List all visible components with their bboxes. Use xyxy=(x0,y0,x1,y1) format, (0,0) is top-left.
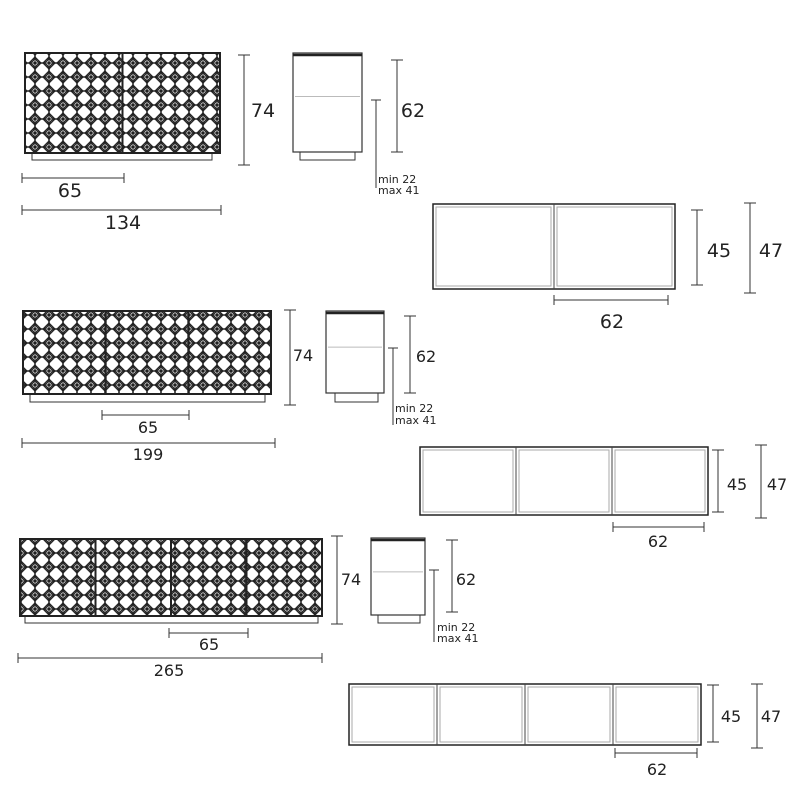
front-plinth xyxy=(24,615,319,624)
depth-label: 45 xyxy=(707,240,731,262)
top-module xyxy=(614,449,706,513)
side-plinth xyxy=(299,151,356,161)
total-depth-label: 47 xyxy=(759,240,783,262)
leg-max-label: max 41 xyxy=(437,632,478,645)
top-module xyxy=(422,449,514,513)
inner-height-label: 62 xyxy=(416,347,436,366)
front-plinth xyxy=(31,152,213,161)
side-elevation xyxy=(292,52,363,153)
top-module xyxy=(615,686,699,743)
total-width-label: 199 xyxy=(133,445,164,464)
inner-height-label: 62 xyxy=(401,100,425,122)
top-module xyxy=(435,206,552,287)
top-view xyxy=(419,446,709,516)
depth-label: 45 xyxy=(721,707,741,726)
module-width-label: 62 xyxy=(647,760,667,779)
depth-label: 45 xyxy=(727,475,747,494)
total-width-label: 134 xyxy=(105,212,141,234)
leg-min-label: min 22 xyxy=(395,402,433,415)
front-elevation xyxy=(22,310,272,395)
top-module xyxy=(556,206,673,287)
door-width-label: 65 xyxy=(58,180,82,202)
module-width-label: 62 xyxy=(648,532,668,551)
inner-height-label: 62 xyxy=(456,570,476,589)
total-depth-label: 47 xyxy=(767,475,787,494)
door-width-label: 65 xyxy=(199,635,219,654)
module-width-label: 62 xyxy=(600,311,624,333)
top-module xyxy=(527,686,611,743)
height-label: 74 xyxy=(341,570,361,589)
height-label: 74 xyxy=(293,346,313,365)
total-width-label: 265 xyxy=(154,661,185,680)
front-plinth xyxy=(29,393,266,403)
leg-max-label: max 41 xyxy=(395,414,436,427)
door-width-label: 65 xyxy=(138,418,158,437)
total-depth-label: 47 xyxy=(761,707,781,726)
leg-min-label: min 22 xyxy=(378,173,416,186)
side-elevation xyxy=(370,537,426,616)
top-module xyxy=(518,449,610,513)
height-label: 74 xyxy=(251,100,275,122)
side-plinth xyxy=(334,392,379,403)
top-module xyxy=(351,686,435,743)
leg-min-label: min 22 xyxy=(437,621,475,634)
top-module xyxy=(439,686,523,743)
side-plinth xyxy=(377,614,421,624)
leg-max-label: max 41 xyxy=(378,184,419,197)
side-elevation xyxy=(325,310,385,394)
